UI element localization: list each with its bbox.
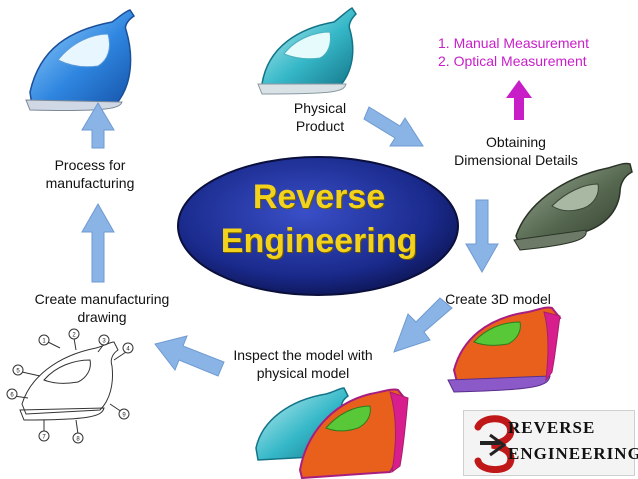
step-create-3d-model: Create 3D model bbox=[445, 291, 551, 307]
step-process-manufacturing-line-2: manufacturing bbox=[45, 175, 135, 191]
callout-number: 1 bbox=[42, 339, 46, 345]
step-create-drawing: Create manufacturing drawing bbox=[22, 290, 182, 326]
step-create-drawing-line-2: drawing bbox=[77, 309, 127, 325]
callout-3: 3 bbox=[98, 334, 110, 346]
step-inspect-model-line-2: physical model bbox=[256, 365, 350, 381]
center-title: Reverse Engineering bbox=[188, 175, 450, 263]
iron-3d-model-image bbox=[447, 306, 562, 393]
callout-number: 5 bbox=[16, 369, 20, 375]
callout-7: 7 bbox=[38, 430, 50, 442]
callout-number: 4 bbox=[126, 347, 130, 353]
callout-number: 6 bbox=[10, 393, 14, 399]
step-inspect-model-line-1: Inspect the model with bbox=[233, 347, 373, 363]
callout-8: 8 bbox=[72, 432, 84, 444]
callout-number: 3 bbox=[102, 339, 106, 345]
callout-9: 9 bbox=[118, 408, 130, 420]
step-physical-product-line-2: Product bbox=[295, 118, 345, 134]
arrow-details-to-3d bbox=[465, 199, 499, 274]
step-inspect-model: Inspect the model with physical model bbox=[218, 346, 388, 382]
arrow-measurement-up bbox=[506, 80, 532, 120]
step-process-manufacturing: Process for manufacturing bbox=[30, 156, 150, 192]
callout-6: 6 bbox=[6, 388, 18, 400]
callout-number: 8 bbox=[76, 437, 80, 443]
arrow-3d-to-inspect bbox=[393, 297, 453, 353]
arrow-process-to-iron bbox=[81, 102, 115, 149]
step-obtaining-details: Obtaining Dimensional Details bbox=[436, 133, 596, 169]
measurement-item-optical: 2. Optical Measurement bbox=[438, 53, 587, 69]
technical-drawing-image bbox=[13, 337, 127, 435]
arrow-inspect-to-drawing bbox=[154, 335, 225, 377]
iron-teal-image bbox=[257, 7, 357, 95]
step-physical-product: Physical Product bbox=[270, 99, 370, 135]
drawing-callouts: 1 2 3 4 5 6 7 8 9 bbox=[6, 328, 134, 444]
reverse-engineering-logo bbox=[463, 410, 635, 476]
step-process-manufacturing-line-1: Process for bbox=[54, 157, 126, 173]
arrow-drawing-to-process bbox=[81, 202, 115, 283]
measurement-item-manual: 1. Manual Measurement bbox=[438, 35, 589, 51]
callout-4: 4 bbox=[122, 342, 134, 354]
center-title-line-2: Engineering bbox=[220, 222, 418, 260]
step-create-drawing-line-1: Create manufacturing bbox=[34, 291, 170, 307]
center-title-line-1: Reverse bbox=[252, 178, 386, 216]
arrow-product-to-details bbox=[363, 106, 424, 147]
step-obtaining-details-line-2: Dimensional Details bbox=[454, 152, 578, 168]
logo-line-1: REVERSE bbox=[508, 418, 596, 437]
logo-line-2: ENGINEERING bbox=[508, 444, 638, 463]
step-obtaining-details-line-1: Obtaining bbox=[486, 134, 546, 150]
logo-mark-icon bbox=[474, 415, 515, 473]
callout-2: 2 bbox=[68, 328, 80, 340]
callout-number: 7 bbox=[42, 435, 46, 441]
center-ellipse bbox=[177, 156, 459, 296]
step-physical-product-line-1: Physical bbox=[293, 100, 347, 116]
callout-number: 9 bbox=[122, 413, 126, 419]
callout-number: 2 bbox=[72, 333, 76, 339]
iron-blue-image bbox=[25, 9, 136, 112]
iron-comparison-image bbox=[255, 387, 409, 479]
callout-1: 1 bbox=[38, 334, 50, 346]
callout-5: 5 bbox=[12, 364, 24, 376]
iron-green-image bbox=[513, 162, 633, 251]
